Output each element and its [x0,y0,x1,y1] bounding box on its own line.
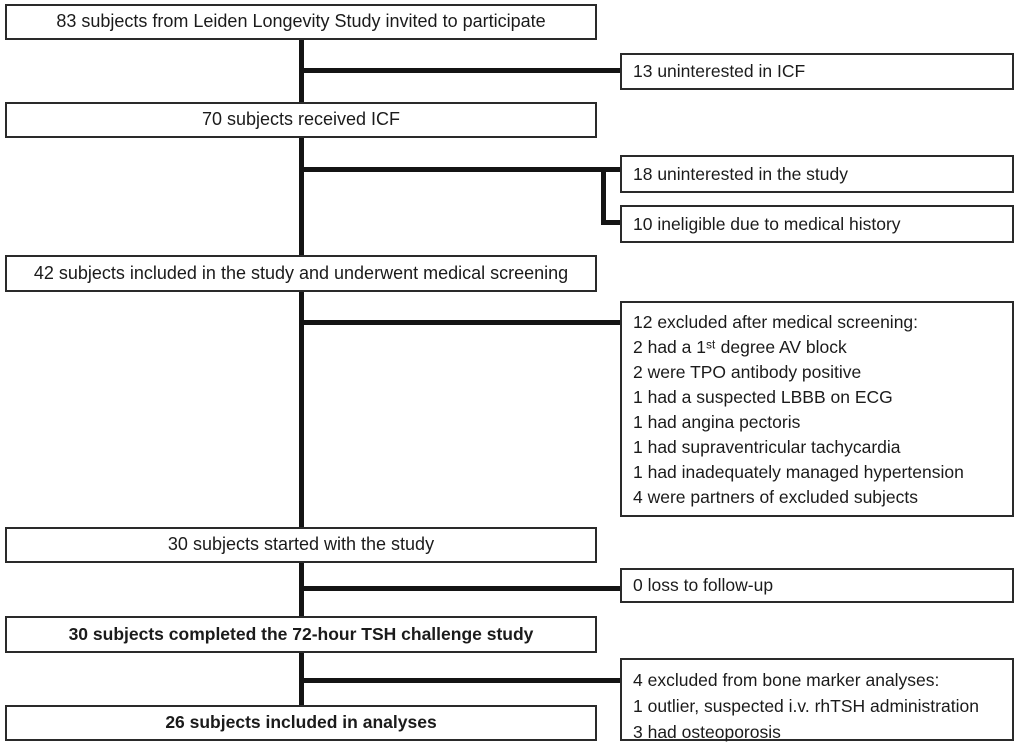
box-received-icf-label: 70 subjects received ICF [201,109,401,130]
box-uninterested-study: 18 uninterested in the study [620,155,1014,193]
excluded-bone-marker-item-osteoporosis: 3 had osteoporosis [633,722,781,742]
branch-line-excluded-screening [299,320,620,325]
bracket-stub-line-ineligible [601,220,620,225]
excluded-screening-item-partners: 4 were partners of excluded subjects [633,487,919,507]
box-loss-followup: 0 loss to follow-up [620,568,1014,603]
box-loss-followup-label: 0 loss to follow-up [633,575,774,595]
box-ineligible-history-label: 10 ineligible due to medical history [633,213,901,234]
branch-line-uninterested-study [299,167,620,172]
excluded-screening-item-tpo: 2 were TPO antibody positive [633,362,862,382]
box-included-screening: 42 subjects included in the study and un… [5,255,597,292]
box-excluded-bone-marker: 4 excluded from bone marker analyses: 1 … [620,658,1014,742]
box-ineligible-history: 10 ineligible due to medical history [620,205,1014,243]
box-uninterested-icf: 13 uninterested in ICF [620,53,1014,90]
excluded-screening-item-hypertension: 1 had inadequately managed hypertension [633,462,964,482]
box-invited-label: 83 subjects from Leiden Longevity Study … [56,11,546,32]
branch-line-excluded-bone-marker [299,678,622,683]
excluded-bone-marker-item-outlier: 1 outlier, suspected i.v. rhTSH administ… [633,696,979,716]
box-started-study-label: 30 subjects started with the study [167,534,435,555]
excluded-screening-header: 12 excluded after medical screening: [633,312,919,332]
box-excluded-screening: 12 excluded after medical screening: 2 h… [620,301,1014,517]
box-started-study: 30 subjects started with the study [5,527,597,563]
box-uninterested-icf-label: 13 uninterested in ICF [633,61,806,81]
bracket-vertical-line [601,167,606,225]
box-included-analyses-label: 26 subjects included in analyses [165,712,437,733]
main-flow-trunk-line [299,38,304,707]
excluded-screening-item-tachycardia: 1 had supraventricular tachycardia [633,437,901,457]
excluded-screening-item-angina: 1 had angina pectoris [633,412,801,432]
branch-line-uninterested-icf [299,68,620,73]
box-invited: 83 subjects from Leiden Longevity Study … [5,4,597,40]
box-uninterested-study-label: 18 uninterested in the study [633,163,849,184]
box-completed-study: 30 subjects completed the 72-hour TSH ch… [5,616,597,653]
box-completed-study-label: 30 subjects completed the 72-hour TSH ch… [68,623,534,644]
excluded-screening-item-lbbb: 1 had a suspected LBBB on ECG [633,387,893,407]
box-included-screening-label: 42 subjects included in the study and un… [33,262,569,283]
branch-line-loss-followup [299,586,620,591]
excluded-bone-marker-header: 4 excluded from bone marker analyses: [633,670,940,690]
excluded-screening-item-av-block: 2 had a 1ˢᵗ degree AV block [633,337,847,357]
box-received-icf: 70 subjects received ICF [5,102,597,138]
box-included-analyses: 26 subjects included in analyses [5,705,597,741]
